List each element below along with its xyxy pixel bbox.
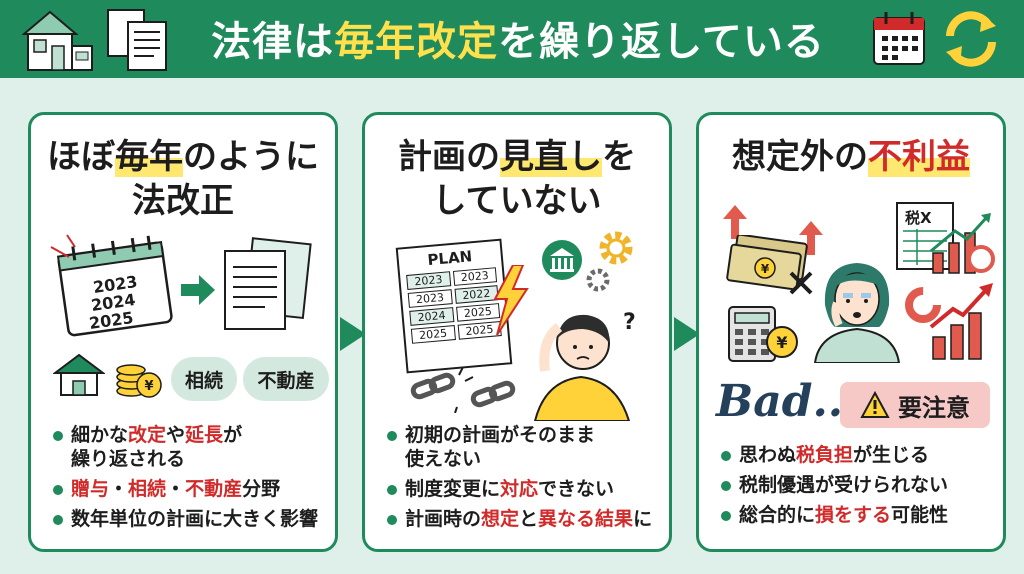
card-title: 想定外の不利益 bbox=[699, 135, 1003, 179]
rising-chart-icon bbox=[930, 213, 995, 274]
worried-person-icon bbox=[813, 263, 901, 363]
bullet-list: 細かな改定や延長が繰り返される 贈与・相続・不動産分野 数年単位の計画に大きく影… bbox=[51, 423, 327, 537]
card-title: 計画の見直しを bbox=[365, 135, 669, 179]
calendar-icon bbox=[873, 12, 925, 65]
rising-bars-icon bbox=[929, 283, 993, 360]
title-part: を繰り返している bbox=[498, 19, 825, 65]
money-icon: ¥ bbox=[726, 235, 808, 291]
caution-badge: 要注意 bbox=[840, 382, 990, 428]
bad-label: Bad... bbox=[716, 376, 859, 427]
title-part: 法律は bbox=[211, 19, 335, 65]
house-icon bbox=[53, 353, 105, 396]
warning-icon bbox=[860, 391, 890, 418]
arrow-up-icon bbox=[799, 221, 823, 255]
title-text: のように bbox=[183, 137, 319, 177]
cross-icon bbox=[789, 271, 813, 295]
card-unexpected-loss: 想定外の不利益 ¥ ¥ 税X bbox=[696, 112, 1006, 552]
documents-icon bbox=[224, 237, 312, 330]
card-title: ほぼ毎年のように bbox=[31, 135, 335, 179]
tax-label: 税X bbox=[905, 209, 932, 227]
bullet-list: 思わぬ税負担が生じる 税制優遇が受けられない 総合的に損をする可能性 bbox=[719, 443, 995, 533]
yen-coin-icon: ¥ bbox=[766, 326, 798, 358]
title-text: 計画の bbox=[398, 137, 500, 177]
plan-cell: 2025 bbox=[410, 325, 456, 344]
page-title: 法律は毎年改定を繰り返している bbox=[208, 6, 828, 70]
list-item: 制度変更に対応できない bbox=[385, 477, 661, 501]
coins-icon: ¥ bbox=[116, 364, 162, 398]
list-item: 思わぬ税負担が生じる bbox=[719, 443, 995, 467]
chevron-right-icon bbox=[674, 317, 700, 351]
plan-cell: 2024 bbox=[409, 307, 454, 326]
svg-text:¥: ¥ bbox=[144, 379, 153, 394]
bullet-list: 初期の計画がそのまま使えない 制度変更に対応できない 計画時の想定と異なる結果に bbox=[385, 423, 661, 537]
plan-cell: 2023 bbox=[407, 289, 453, 308]
card-no-review: 計画の見直しを していない PLAN 2023 2023 2023 2022 2… bbox=[362, 112, 672, 552]
calendar-illustration bbox=[50, 234, 173, 337]
svg-text:¥: ¥ bbox=[761, 262, 770, 276]
list-item: 贈与・相続・不動産分野 bbox=[51, 477, 327, 501]
lightning-icon bbox=[493, 265, 529, 335]
refresh-icon bbox=[946, 11, 996, 67]
title-text: 想定外の bbox=[732, 137, 868, 177]
house-icon bbox=[22, 10, 93, 71]
gear-icon bbox=[599, 231, 633, 265]
worried-person-icon: ? bbox=[533, 310, 636, 421]
list-item: 総合的に損をする可能性 bbox=[719, 503, 995, 527]
gear-icon bbox=[586, 268, 610, 292]
list-item: 細かな改定や延長が繰り返される bbox=[51, 423, 327, 471]
broken-chain-icon bbox=[410, 367, 516, 413]
arrow-up-icon bbox=[723, 205, 747, 239]
list-item: 数年単位の計画に大きく影響 bbox=[51, 507, 327, 531]
title-highlight: 不利益 bbox=[868, 137, 970, 177]
card-title-line2: していない bbox=[432, 181, 602, 221]
svg-text:¥: ¥ bbox=[776, 333, 787, 352]
bank-icon bbox=[542, 240, 582, 280]
tag-real-estate: 不動産 bbox=[243, 357, 329, 401]
card-annual-revision: ほぼ毎年のように 法改正 2023 2024 2025 ¥ 相続 不動産 細かな… bbox=[28, 112, 338, 552]
header-bar: 法律は毎年改定を繰り返している bbox=[0, 0, 1024, 78]
caution-text: 要注意 bbox=[898, 393, 970, 422]
list-item: 計画時の想定と異なる結果に bbox=[385, 507, 661, 531]
title-highlight: 毎年改定 bbox=[334, 19, 499, 65]
plan-cell: 2023 bbox=[406, 271, 451, 290]
list-item: 初期の計画がそのまま使えない bbox=[385, 423, 661, 471]
arrow-right-icon bbox=[181, 275, 215, 305]
list-item: 税制優遇が受けられない bbox=[719, 473, 995, 497]
svg-text:?: ? bbox=[623, 310, 636, 335]
tag-inheritance: 相続 bbox=[171, 357, 237, 401]
chevron-right-icon bbox=[340, 317, 366, 351]
title-highlight: 毎年 bbox=[115, 137, 183, 177]
title-text: ほぼ bbox=[47, 137, 115, 177]
card-title-line2: 法改正 bbox=[132, 181, 234, 221]
title-highlight: 見直し bbox=[500, 137, 602, 177]
donut-chart-icon bbox=[905, 287, 941, 323]
document-icon bbox=[107, 9, 167, 71]
title-text: を bbox=[602, 137, 636, 177]
